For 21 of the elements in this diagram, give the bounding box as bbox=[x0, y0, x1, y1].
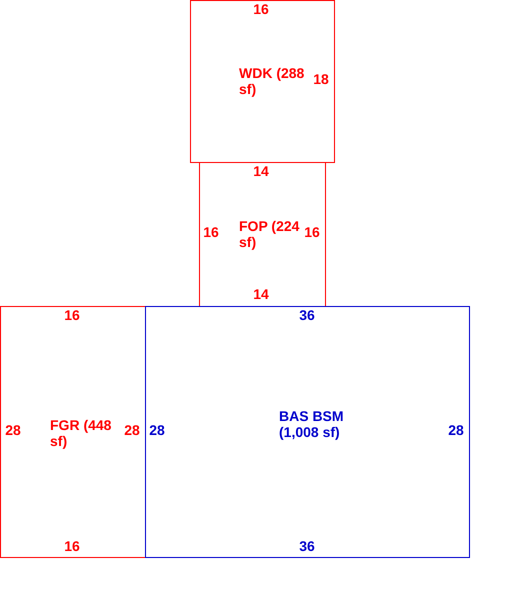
room-outline bbox=[145, 306, 470, 558]
dimension-label: 14 bbox=[253, 286, 269, 302]
dimension-label: 16 bbox=[304, 224, 320, 240]
room-outline bbox=[199, 162, 326, 307]
dimension-label: 28 bbox=[124, 422, 140, 438]
room-label: WDK (288 sf) bbox=[239, 65, 306, 97]
room-label: BAS BSM (1,008 sf) bbox=[279, 408, 345, 440]
dimension-label: 36 bbox=[299, 307, 315, 323]
dimension-label: 28 bbox=[448, 422, 464, 438]
dimension-label: 16 bbox=[64, 538, 80, 554]
room-label: FGR (448 sf) bbox=[50, 417, 112, 449]
dimension-label: 36 bbox=[299, 538, 315, 554]
dimension-label: 16 bbox=[253, 1, 269, 17]
dimension-label: 28 bbox=[149, 422, 165, 438]
dimension-label: 16 bbox=[203, 224, 219, 240]
dimension-label: 14 bbox=[253, 163, 269, 179]
room-outline bbox=[190, 0, 335, 163]
dimension-label: 28 bbox=[5, 422, 21, 438]
dimension-label: 16 bbox=[64, 307, 80, 323]
dimension-label: 18 bbox=[313, 71, 329, 87]
room-outline bbox=[0, 306, 146, 558]
